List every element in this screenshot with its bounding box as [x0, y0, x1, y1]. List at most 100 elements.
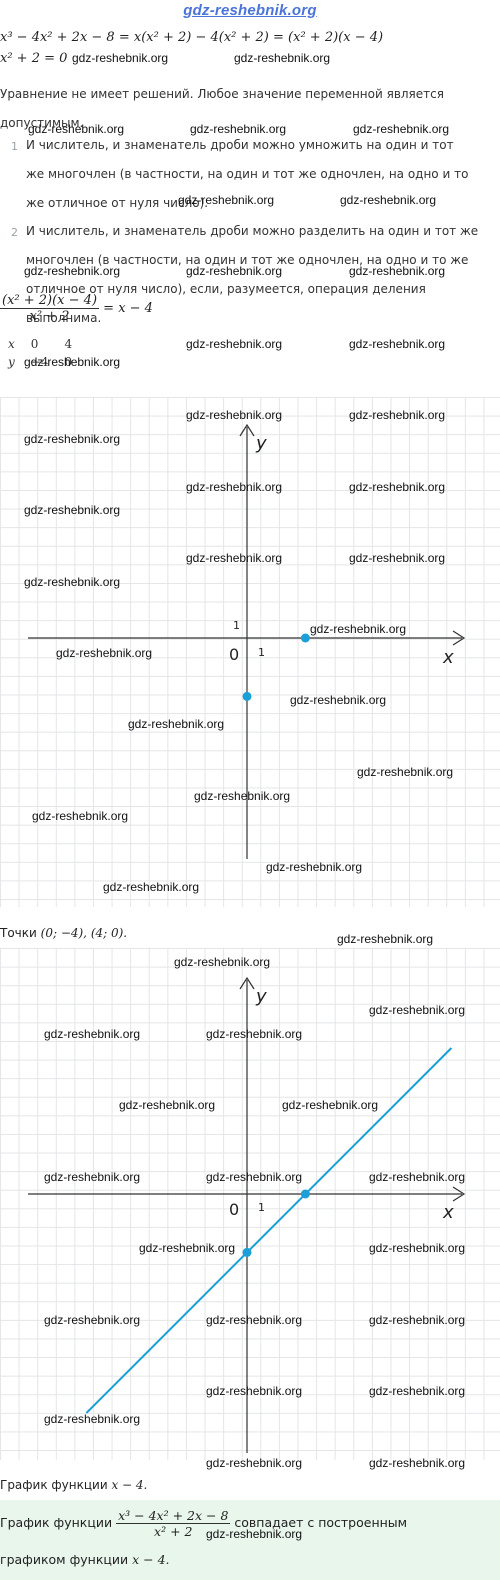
table-label-x: x [8, 337, 15, 351]
conclusion-middle: совпадает с построенным [234, 1515, 408, 1530]
watermark: gdz-reshebnik.org [369, 1384, 466, 1398]
x-axis-label: x [443, 647, 454, 668]
watermark: gdz-reshebnik.org [139, 1241, 236, 1255]
origin-label: 0 [229, 645, 240, 664]
watermark: gdz-reshebnik.org [24, 264, 121, 278]
y-axis-arrow [239, 976, 255, 990]
conclusion-line-1: График функции x³ − 4x² + 2x − 8 x² + 2 … [0, 1508, 407, 1539]
x-unit-label: 1 [258, 646, 265, 659]
watermark: gdz-reshebnik.org [337, 932, 434, 946]
conclusion-tail: графиком функции [0, 1552, 129, 1567]
fraction-denominator: x² + 2 [29, 309, 70, 324]
origin-label: 0 [229, 1200, 240, 1219]
watermark: gdz-reshebnik.org [44, 1313, 141, 1327]
watermark: gdz-reshebnik.org [310, 622, 407, 636]
watermark: gdz-reshebnik.org [206, 1456, 303, 1470]
watermark: gdz-reshebnik.org [186, 551, 283, 565]
denominator-equation: x² + 2 = 0 [0, 51, 68, 66]
watermark: gdz-reshebnik.org [186, 408, 283, 422]
watermark: gdz-reshebnik.org [186, 337, 283, 351]
conclusion-line-2: графиком функции x − 4. [0, 1552, 170, 1567]
fraction-simplification: (x² + 2)(x − 4) x² + 2 = x − 4 [0, 293, 153, 324]
table-label-y: y [8, 355, 15, 369]
watermark: gdz-reshebnik.org [206, 1384, 303, 1398]
watermark: gdz-reshebnik.org [206, 1313, 303, 1327]
fraction-result: = x − 4 [103, 301, 153, 316]
rule-2-text: И числитель, и знаменатель дроби можно р… [26, 224, 479, 325]
graph-points: y x 0 1 1 [0, 397, 500, 907]
x-axis-arrow [452, 1186, 466, 1202]
watermark: gdz-reshebnik.org [349, 551, 446, 565]
x-axis-label: x [443, 1202, 454, 1223]
no-solutions-note: Уравнение не имеет решений. Любое значен… [0, 87, 444, 130]
equation-lhs: x³ − 4x² + 2x − 8 [0, 30, 115, 45]
values-table: x 0 4 y −4 0 [0, 335, 80, 371]
table-row: x 0 4 [0, 335, 80, 353]
watermark: gdz-reshebnik.org [369, 1170, 466, 1184]
function-line [85, 1047, 453, 1414]
graph-points-svg [28, 423, 466, 859]
watermark: gdz-reshebnik.org [56, 646, 153, 660]
watermark: gdz-reshebnik.org [357, 765, 454, 779]
watermark: gdz-reshebnik.org [24, 575, 121, 589]
points-caption-label: Точки [0, 926, 37, 940]
watermark: gdz-reshebnik.org [32, 809, 129, 823]
conclusion-fraction: x³ − 4x² + 2x − 8 x² + 2 [116, 1508, 231, 1539]
y-axis-label: y [256, 433, 267, 454]
graph-caption-value: x − 4. [111, 1478, 148, 1492]
site-header[interactable]: gdz-reshebnik.org [183, 2, 317, 19]
watermark: gdz-reshebnik.org [369, 1003, 466, 1017]
table-cell: 4 [64, 337, 73, 351]
watermark: gdz-reshebnik.org [186, 264, 283, 278]
y-axis-arrow [239, 423, 255, 437]
conclusion-block: График функции x³ − 4x² + 2x − 8 x² + 2 … [0, 1500, 500, 1580]
watermark: gdz-reshebnik.org [290, 693, 387, 707]
table-cell: 0 [30, 337, 39, 351]
conclusion-tail-value: x − 4. [132, 1552, 170, 1567]
rule-1-text: И числитель, и знаменатель дроби можно у… [26, 138, 469, 210]
graph-caption-label: График функции [0, 1478, 108, 1492]
table-row: y −4 0 [0, 353, 80, 371]
conclusion-denominator: x² + 2 [154, 1524, 193, 1539]
equation-rhs-factored: (x² + 2)(x − 4) [288, 30, 384, 45]
equation-rhs-expanded: x(x² + 2) − 4(x² + 2) [133, 30, 269, 45]
data-point [242, 1247, 252, 1257]
watermark: gdz-reshebnik.org [72, 51, 169, 65]
watermark: gdz-reshebnik.org [206, 1170, 303, 1184]
watermark: gdz-reshebnik.org [349, 408, 446, 422]
watermark: gdz-reshebnik.org [349, 480, 446, 494]
data-point [242, 691, 252, 701]
y-unit-label: 1 [233, 619, 240, 632]
watermark: gdz-reshebnik.org [194, 789, 291, 803]
graph-caption: График функции x − 4. [0, 1478, 147, 1492]
watermark: gdz-reshebnik.org [174, 955, 271, 969]
watermark: gdz-reshebnik.org [24, 503, 121, 517]
points-caption: Точки (0; −4), (4; 0). [0, 926, 127, 940]
watermark: gdz-reshebnik.org [349, 337, 446, 351]
points-caption-value: (0; −4), (4; 0). [40, 926, 128, 940]
watermark: gdz-reshebnik.org [24, 355, 121, 369]
watermark: gdz-reshebnik.org [128, 717, 225, 731]
data-point [300, 1189, 310, 1199]
y-axis-label: y [256, 986, 267, 1007]
watermark: gdz-reshebnik.org [234, 51, 331, 65]
watermark: gdz-reshebnik.org [206, 1027, 303, 1041]
conclusion-label: График функции [0, 1515, 113, 1530]
watermark: gdz-reshebnik.org [24, 432, 121, 446]
watermark: gdz-reshebnik.org [369, 1313, 466, 1327]
graph-line: y x 0 1 [0, 948, 500, 1460]
watermark: gdz-reshebnik.org [103, 880, 200, 894]
watermark: gdz-reshebnik.org [206, 1527, 303, 1541]
watermark: gdz-reshebnik.org [369, 1456, 466, 1470]
watermark: gdz-reshebnik.org [119, 1098, 216, 1112]
conclusion-numerator: x³ − 4x² + 2x − 8 [116, 1508, 231, 1524]
fraction-numerator: (x² + 2)(x − 4) [0, 293, 100, 309]
fraction: (x² + 2)(x − 4) x² + 2 [0, 293, 100, 324]
x-axis-arrow [452, 630, 466, 646]
watermark: gdz-reshebnik.org [186, 480, 283, 494]
table-cell: 0 [64, 355, 73, 369]
watermark: gdz-reshebnik.org [353, 122, 450, 136]
watermark: gdz-reshebnik.org [44, 1412, 141, 1426]
watermark: gdz-reshebnik.org [178, 193, 275, 207]
watermark: gdz-reshebnik.org [282, 1098, 379, 1112]
